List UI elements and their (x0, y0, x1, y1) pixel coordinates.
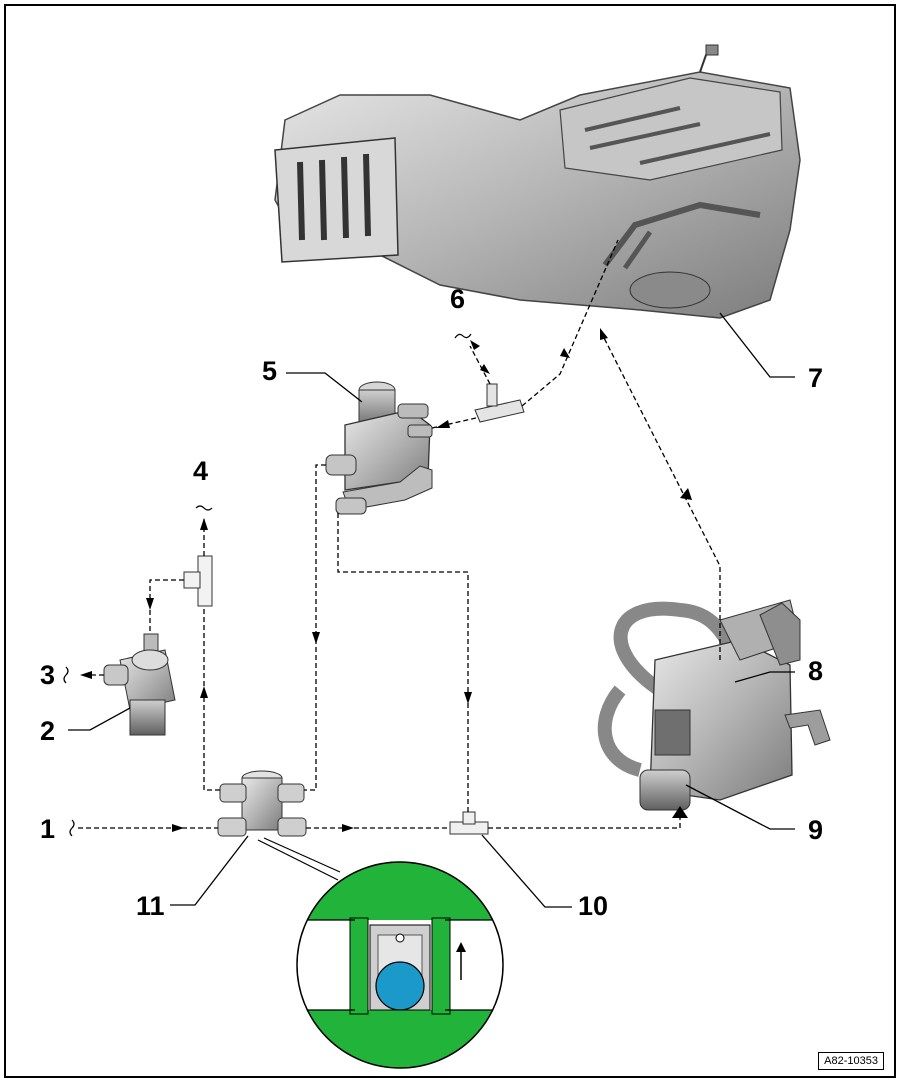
callout-1: 1 (40, 814, 56, 844)
coolant-flow-lines (78, 239, 721, 829)
leader-lines (68, 312, 795, 908)
line-breaks (63, 333, 472, 837)
valve-5 (325, 381, 433, 515)
callout-10: 10 (578, 891, 609, 921)
callout-11: 11 (136, 891, 165, 921)
callout-6: 6 (450, 284, 466, 314)
callout-2: 2 (40, 716, 56, 746)
climate-unit-7 (274, 44, 801, 319)
non-return-valve-11 (217, 770, 307, 837)
callout-7: 7 (808, 363, 824, 393)
t-piece-4 (183, 555, 213, 607)
non-return-valve-detail (257, 837, 504, 1069)
callout-9: 9 (808, 815, 824, 845)
pump-2 (103, 633, 176, 736)
callout-4: 4 (193, 456, 209, 486)
flow-arrows (80, 328, 692, 832)
t-piece-6 (474, 383, 525, 423)
callout-5: 5 (262, 356, 278, 386)
figure-reference: A82-10353 (818, 1052, 884, 1070)
callout-8: 8 (808, 656, 824, 686)
heater-assembly-8-9 (597, 599, 831, 811)
t-piece-10 (449, 811, 489, 835)
callout-3: 3 (40, 660, 56, 690)
